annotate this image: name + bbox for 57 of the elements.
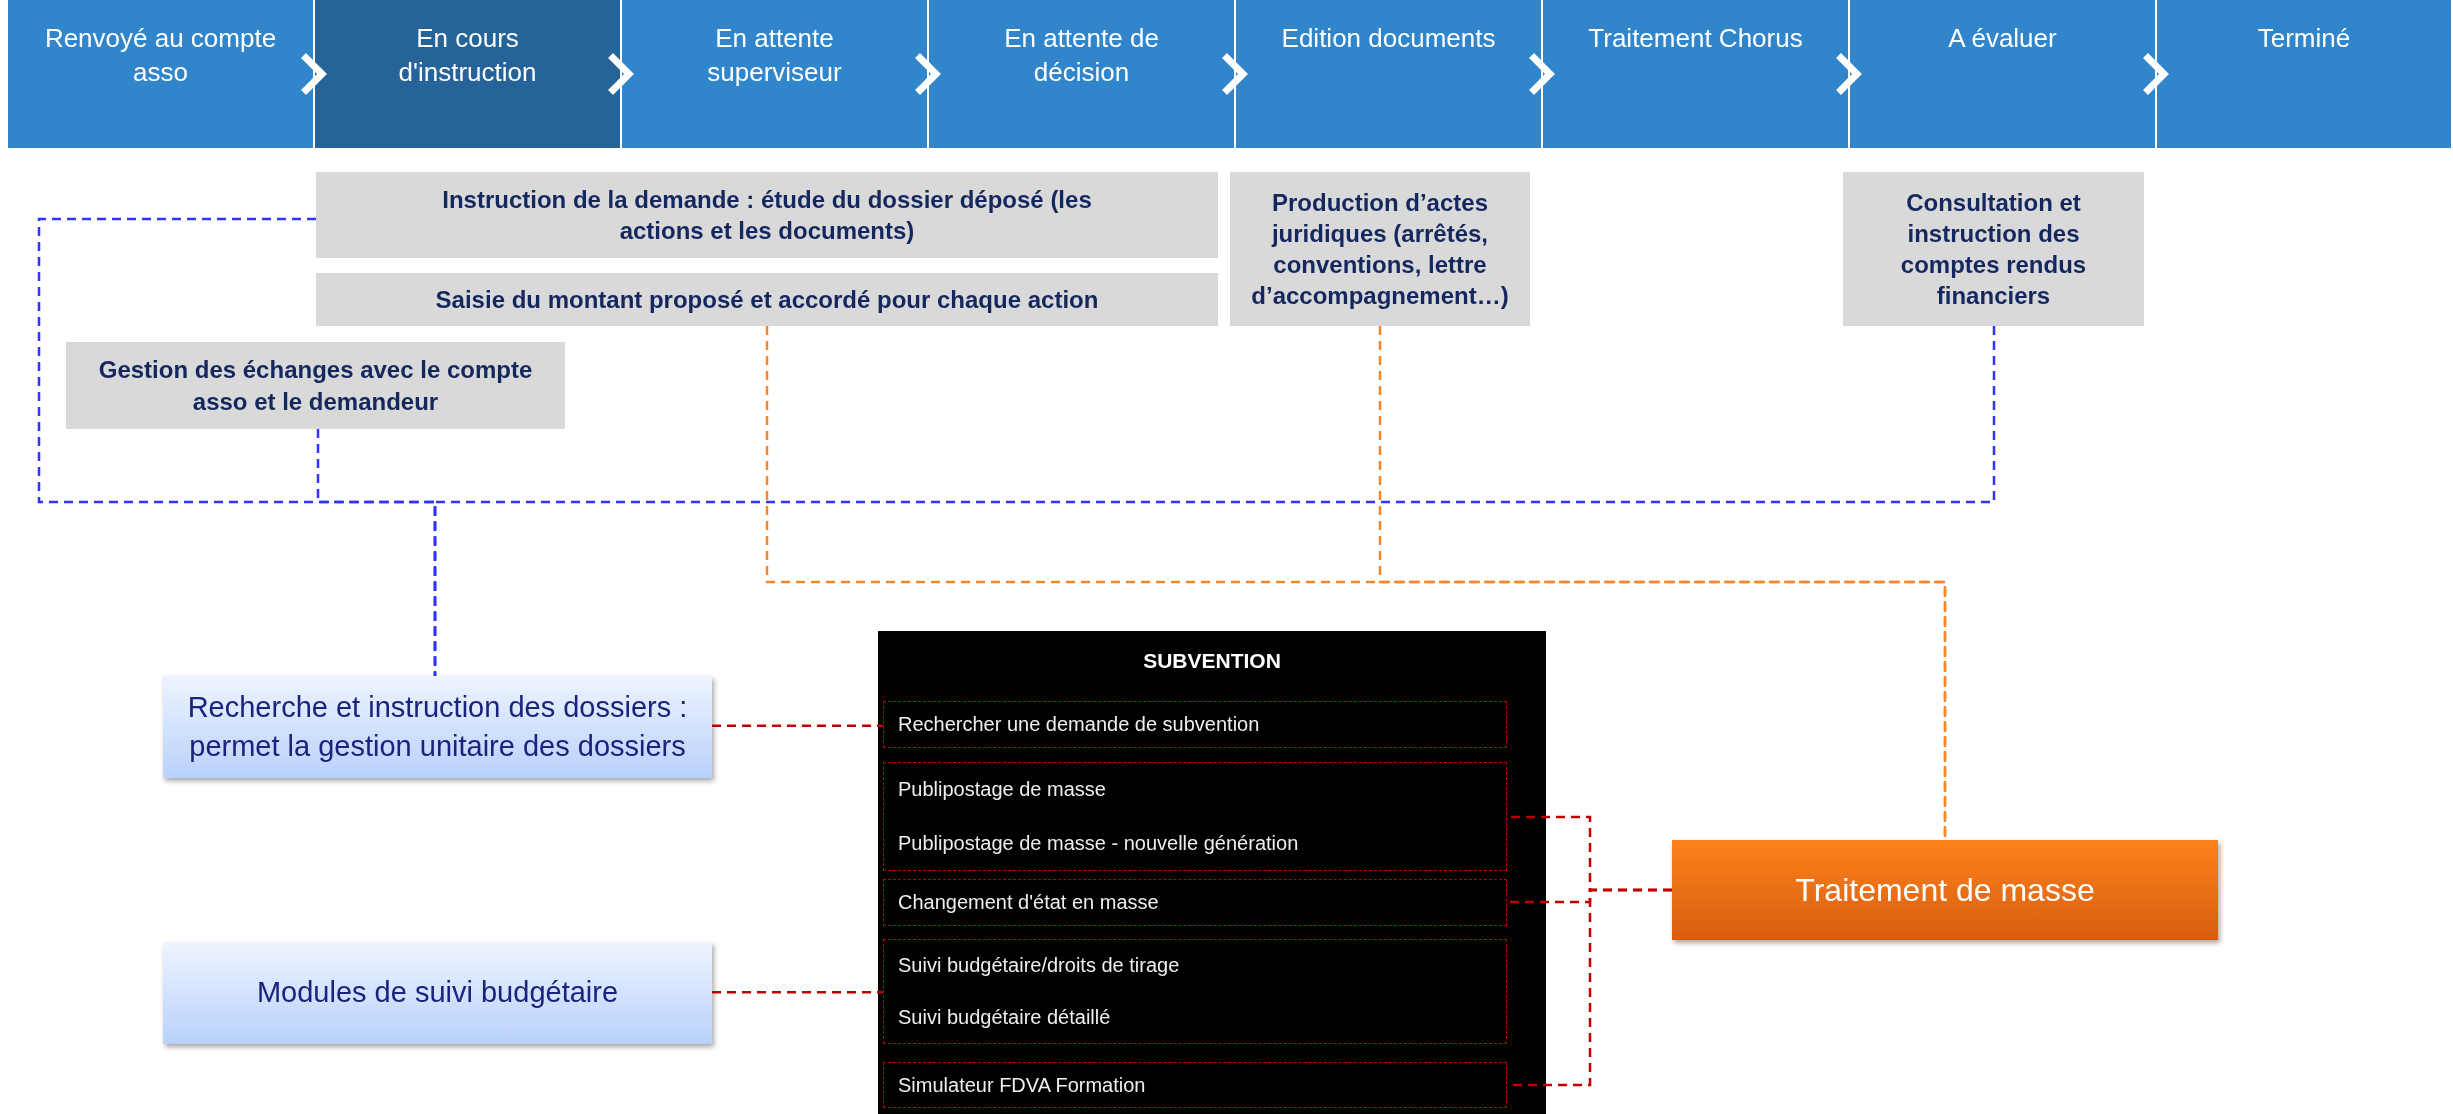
process-text: Gestion des échanges avec le compte asso et le demandeur bbox=[97, 355, 534, 417]
process-text: Production d’actes juridiques (arrêtés, conventions, lettre d’accompagnement…) bbox=[1250, 187, 1510, 312]
chevron-arrow bbox=[302, 54, 327, 94]
menu-title: SUBVENTION bbox=[1143, 649, 1281, 673]
connector-line bbox=[433, 326, 1996, 676]
menu-item bbox=[883, 1062, 1507, 1108]
process-box bbox=[316, 172, 1218, 258]
stage-tab bbox=[2157, 0, 2453, 148]
menu-item-label: Suivi budgétaire détaillé bbox=[898, 1005, 1112, 1029]
chevron-arrow bbox=[2144, 54, 2169, 94]
callout-box bbox=[163, 942, 712, 1044]
stage-tab bbox=[1850, 0, 2157, 148]
menu-item-label: Publipostage de masse - nouvelle génération bbox=[898, 831, 1300, 855]
process-box bbox=[1672, 840, 2218, 940]
chevron-arrow bbox=[609, 54, 634, 94]
callout-text: Modules de suivi budgétaire bbox=[256, 975, 619, 1011]
process-box bbox=[1843, 172, 2144, 326]
process-box bbox=[66, 342, 565, 429]
stage-tab bbox=[929, 0, 1236, 148]
menu-item bbox=[883, 879, 1507, 926]
stage-label: Terminé bbox=[2257, 23, 2351, 53]
stage-tab bbox=[622, 0, 929, 148]
process-box bbox=[316, 273, 1218, 326]
stage-tab bbox=[1236, 0, 1543, 148]
stage-label: Traitement Chorus bbox=[1588, 23, 1803, 53]
chevron-arrow bbox=[1223, 54, 1248, 94]
menu-item-label: Suivi budgétaire/droits de tirage bbox=[898, 954, 1181, 978]
connector-line bbox=[765, 326, 1947, 840]
process-text: Consultation et instruction des comptes rendus financiers bbox=[1899, 187, 2088, 312]
process-text: Instruction de la demande : étude du dossier déposé (les actions et les documents) bbox=[441, 184, 1093, 246]
stage-tab bbox=[8, 0, 315, 148]
callout-box bbox=[163, 676, 712, 778]
stage-label: Renvoyé au compte asso bbox=[44, 23, 277, 87]
menu-item bbox=[883, 762, 1507, 871]
chevron-arrow bbox=[916, 54, 941, 94]
menu-item-label: Simulateur FDVA Formation bbox=[898, 1073, 1147, 1097]
stage-label: En attente de décision bbox=[1004, 23, 1159, 87]
process-text: Saisie du montant proposé et accordé pour chaque action bbox=[435, 284, 1099, 315]
process-box bbox=[1230, 172, 1530, 326]
menu-item bbox=[883, 701, 1507, 748]
stage-label: En attente superviseur bbox=[707, 23, 842, 87]
stage-tab bbox=[1543, 0, 1850, 148]
menu-item bbox=[883, 939, 1507, 1044]
stage-label: Edition documents bbox=[1281, 23, 1496, 53]
process-text: Traitement de masse bbox=[1795, 871, 2095, 909]
menu-panel bbox=[878, 631, 1546, 1114]
stage-label: En cours d'instruction bbox=[398, 23, 537, 87]
connector-line bbox=[712, 724, 883, 727]
connector-line bbox=[712, 991, 883, 994]
stage-tab bbox=[315, 0, 622, 148]
callout-text: Recherche et instruction des dossiers : permet la gestion unitaire des dossiers bbox=[186, 689, 689, 764]
chevron-arrow bbox=[1530, 54, 1555, 94]
menu-item-label: Rechercher une demande de subvention bbox=[898, 713, 1261, 736]
menu-item-label: Changement d'état en masse bbox=[898, 891, 1160, 914]
stage-label: A évaluer bbox=[1948, 23, 2057, 53]
chevron-arrow bbox=[1837, 54, 1862, 94]
menu-item-label: Publipostage de masse bbox=[898, 778, 1107, 802]
